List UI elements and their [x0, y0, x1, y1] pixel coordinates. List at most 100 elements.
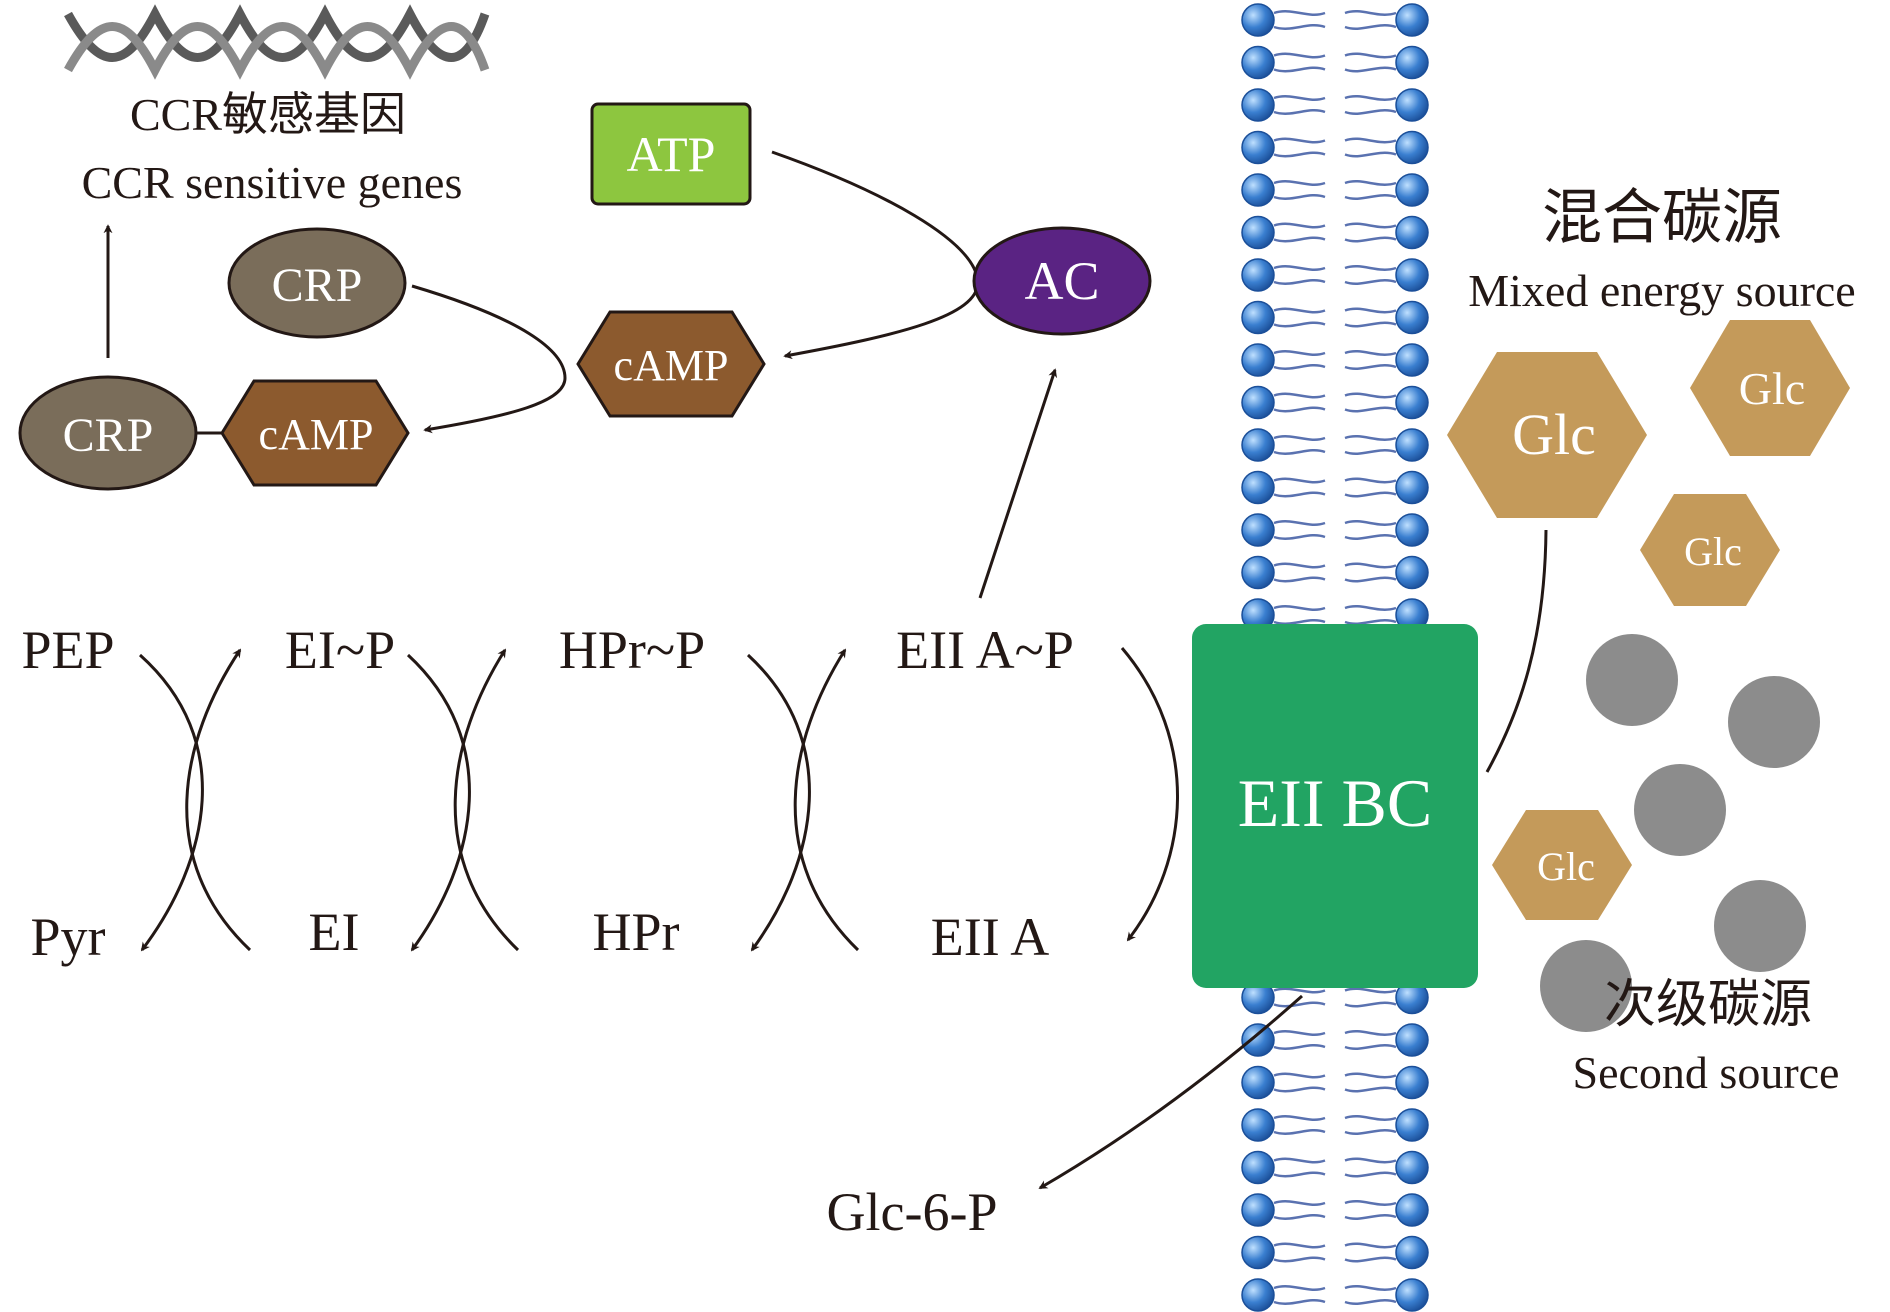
- eii-bc-label: EII BC: [1238, 765, 1433, 841]
- glc-large-label: Glc: [1512, 402, 1596, 467]
- lipid-tail: [1273, 576, 1397, 583]
- camp-complex-node: cAMP: [220, 379, 410, 487]
- lipid-head: [1395, 555, 1429, 590]
- lipid-head: [1395, 1278, 1429, 1312]
- label-hprp: HPr~P: [559, 620, 705, 680]
- arrow-eiiap-eiia: [1120, 647, 1179, 942]
- lipid-head: [1241, 385, 1275, 420]
- second-source-molecule: [1586, 634, 1678, 726]
- lipid-head: [1241, 258, 1275, 292]
- lipid-head: [1241, 45, 1275, 80]
- arrow-pep-pyr: [138, 653, 204, 952]
- lipid-head: [1241, 1150, 1275, 1185]
- lipid-tail: [1273, 24, 1397, 30]
- lipid-head: [1395, 470, 1429, 505]
- lipid-head: [1395, 88, 1429, 122]
- lipid-head: [1395, 3, 1429, 37]
- glc-large: Glc: [1447, 352, 1647, 518]
- lipid-tail: [1273, 1115, 1397, 1121]
- camp-free-label: cAMP: [614, 341, 729, 390]
- lipid-head: [1241, 130, 1275, 165]
- glc-uptake-line: [1485, 529, 1548, 773]
- lipid-tail: [1273, 137, 1397, 144]
- arrow-eiia-to-ac: [978, 368, 1058, 599]
- ac-node: AC: [972, 226, 1152, 336]
- arrow-eiia-eiiap: [793, 648, 860, 952]
- lipid-tail: [1273, 435, 1397, 441]
- ccr-genes-label-zh: CCR敏感基因: [130, 89, 406, 140]
- lipid-tail: [1273, 406, 1397, 413]
- second-source-molecule: [1728, 676, 1820, 768]
- lipid-tail: [1273, 1242, 1397, 1249]
- lipid-head: [1241, 1235, 1275, 1270]
- lipid-head: [1241, 343, 1275, 377]
- lipid-head: [1395, 1150, 1429, 1185]
- lipid-tail: [1273, 151, 1397, 158]
- lipid-head: [1241, 555, 1275, 590]
- lipid-head: [1241, 173, 1275, 207]
- lipid-head: [1241, 513, 1275, 547]
- arrow-atp-ac-camp: [771, 150, 980, 360]
- second-source-label-en: Second source: [1573, 1047, 1840, 1098]
- camp-complex-label: cAMP: [259, 410, 374, 459]
- dna-helix-icon: [64, 4, 490, 80]
- lipid-tail: [1273, 66, 1397, 73]
- lipid-tail: [1273, 1214, 1397, 1220]
- lipid-head: [1395, 1235, 1429, 1270]
- glc-lower: Glc: [1492, 810, 1632, 920]
- lipid-tail: [1273, 392, 1397, 399]
- lipid-tail: [1273, 52, 1397, 59]
- second-source-molecule: [1714, 880, 1806, 972]
- arrow-eip-ei: [406, 653, 471, 952]
- lipid-head: [1395, 1065, 1429, 1100]
- lipid-head: [1241, 1193, 1275, 1227]
- lipid-tail: [1273, 1072, 1397, 1079]
- second-source-molecule: [1540, 940, 1632, 1032]
- lipid-tail: [1273, 194, 1397, 200]
- lipid-tail: [1273, 236, 1397, 243]
- atp-label: ATP: [627, 126, 716, 182]
- lipid-head: [1395, 130, 1429, 165]
- lipid-tail: [1273, 1200, 1397, 1206]
- label-eiiap: EII A~P: [896, 620, 1074, 680]
- lipid-head: [1395, 45, 1429, 80]
- lipid-head: [1395, 1023, 1429, 1057]
- crp-free-node: CRP: [227, 227, 407, 339]
- crp-free-label: CRP: [272, 259, 363, 312]
- camp-free-node: cAMP: [576, 310, 766, 418]
- lipid-head: [1395, 343, 1429, 377]
- lipid-tail: [1273, 1256, 1397, 1263]
- label-eip: EI~P: [285, 620, 395, 680]
- lipid-tail: [1273, 1171, 1397, 1178]
- lipid-tail: [1273, 321, 1397, 328]
- lipid-tail: [1273, 562, 1397, 569]
- lipid-tail: [1273, 1044, 1397, 1050]
- glc-middle: Glc: [1640, 494, 1780, 606]
- lipid-head: [1241, 300, 1275, 335]
- lipid-head: [1241, 1278, 1275, 1312]
- arrow-crp-camp-binding: [411, 284, 567, 434]
- glc-top-right-label: Glc: [1739, 363, 1805, 414]
- glc-lower-label: Glc: [1537, 844, 1595, 889]
- lipid-head: [1241, 88, 1275, 122]
- lipid-head: [1395, 513, 1429, 547]
- lipid-tail: [1273, 364, 1397, 370]
- lipid-head: [1395, 300, 1429, 335]
- lipid-tail: [1273, 1129, 1397, 1135]
- label-pep: PEP: [21, 620, 114, 680]
- lipid-tail: [1273, 534, 1397, 540]
- mixed-source-label-zh: 混合碳源: [1542, 185, 1782, 251]
- second-source-label-zh: 次级碳源: [1604, 977, 1812, 1034]
- lipid-head: [1395, 428, 1429, 462]
- lipid-tail: [1273, 1086, 1397, 1093]
- lipid-tail: [1273, 1299, 1397, 1305]
- crp-complex-node: CRP: [18, 375, 198, 491]
- lipid-head: [1395, 1193, 1429, 1227]
- lipid-head: [1241, 215, 1275, 250]
- lipid-tail: [1273, 10, 1397, 16]
- atp-node: ATP: [590, 102, 752, 206]
- glc-top-right: Glc: [1690, 320, 1850, 456]
- lipid-tail: [1273, 95, 1397, 101]
- second-source-molecule: [1634, 764, 1726, 856]
- lipid-head: [1395, 215, 1429, 250]
